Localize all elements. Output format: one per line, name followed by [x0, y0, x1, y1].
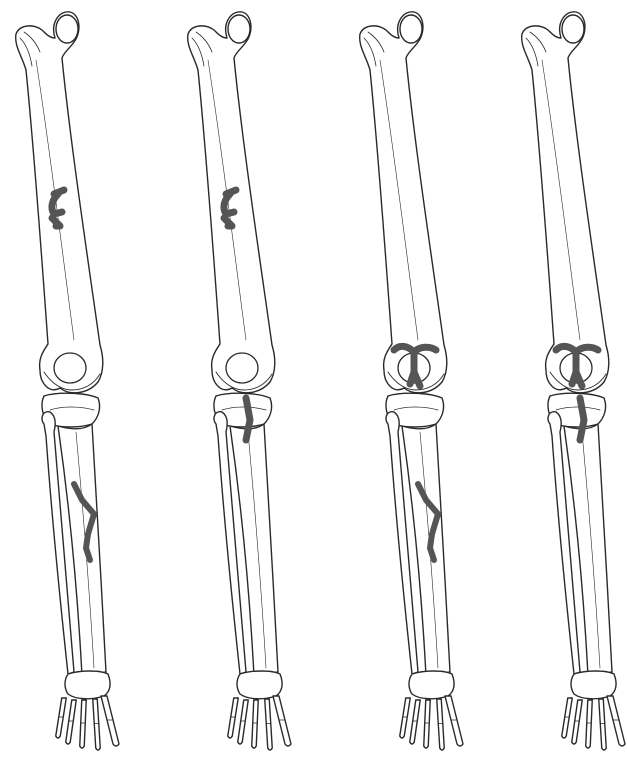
toe-bone-1: [228, 698, 239, 738]
femoral-head: [56, 15, 78, 43]
fracture-proximal-tibia: [246, 398, 250, 440]
toe-bone-5: [445, 696, 463, 746]
toe-bone-1: [56, 698, 67, 738]
toe-bone-1: [562, 698, 573, 738]
toe-bone-5: [101, 696, 119, 746]
patella: [54, 353, 86, 383]
femur-bone: [522, 12, 609, 393]
toe-bone-4: [93, 699, 101, 750]
tarsal-bones: [237, 671, 282, 699]
femur-bone: [188, 12, 275, 393]
toe-bone-4: [599, 699, 607, 750]
tarsal-bones: [409, 671, 454, 699]
toe-bone-5: [607, 696, 625, 746]
leg-panel-2: [188, 12, 291, 750]
leg-panel-1: [16, 12, 119, 750]
toe-bone-3: [586, 700, 593, 748]
femoral-head: [562, 15, 584, 43]
toe-bone-3: [424, 700, 431, 748]
toe-bone-2: [238, 700, 249, 744]
toe-bone-2: [66, 700, 77, 744]
toe-bone-3: [80, 700, 87, 748]
toe-bone-4: [265, 699, 273, 750]
fracture-proximal-tibia: [580, 398, 584, 440]
toe-bone-3: [252, 700, 259, 748]
toe-bone-4: [437, 699, 445, 750]
femoral-head: [400, 15, 422, 43]
leg-panel-3: [360, 12, 463, 750]
leg-panel-4: [522, 12, 625, 750]
toe-bone-2: [572, 700, 583, 744]
patella: [226, 353, 258, 383]
tarsal-bones: [571, 671, 616, 699]
femur-bone: [16, 12, 103, 393]
toe-bone-1: [400, 698, 411, 738]
femur-bone: [360, 12, 447, 393]
femoral-head: [228, 15, 250, 43]
toe-bone-2: [410, 700, 421, 744]
tarsal-bones: [65, 671, 110, 699]
toe-bone-5: [273, 696, 291, 746]
